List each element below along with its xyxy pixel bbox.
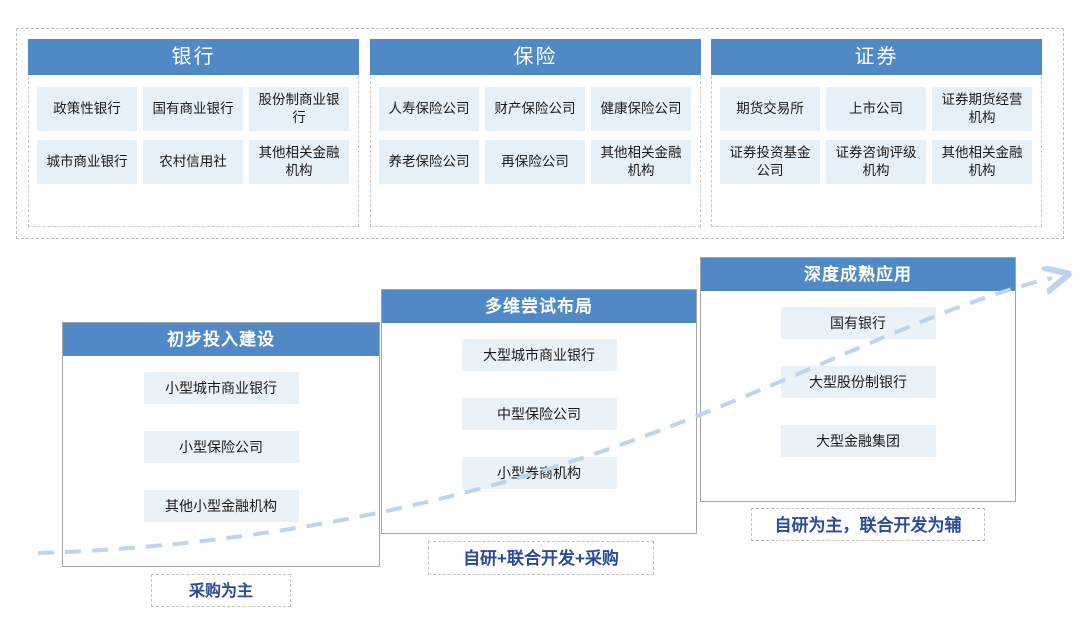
stage-cell: 小型保险公司 xyxy=(143,431,299,463)
maturity-stages-container: 深度成熟应用 国有银行 大型股份制银行 大型金融集团 多维尝试布局 大型城市商业… xyxy=(0,245,1080,638)
sector-cell: 证券咨询评级机构 xyxy=(826,140,926,184)
sector-cell: 国有商业银行 xyxy=(143,87,243,131)
stage-panel-mature: 深度成熟应用 国有银行 大型股份制银行 大型金融集团 xyxy=(700,257,1016,502)
stage-header-mature: 深度成熟应用 xyxy=(701,258,1015,291)
stage-panel-exploring: 多维尝试布局 大型城市商业银行 中型保险公司 小型券商机构 xyxy=(381,289,697,534)
stage-header-exploring: 多维尝试布局 xyxy=(382,290,696,323)
stage-panel-initial: 初步投入建设 小型城市商业银行 小型保险公司 其他小型金融机构 xyxy=(62,322,380,567)
stage-cell: 大型城市商业银行 xyxy=(461,339,617,371)
stage-cell: 大型金融集团 xyxy=(780,425,936,457)
sector-cell: 期货交易所 xyxy=(720,87,820,131)
sector-cell: 其他相关金融机构 xyxy=(591,140,691,184)
stage-cell: 国有银行 xyxy=(780,307,936,339)
sector-cell: 城市商业银行 xyxy=(37,140,137,184)
sector-cell: 证券投资基金公司 xyxy=(720,140,820,184)
stage-caption-exploring: 自研+联合开发+采购 xyxy=(428,541,654,575)
sector-group-insurance: 保险 人寿保险公司 财产保险公司 健康保险公司 养老保险公司 再保险公司 其他相… xyxy=(370,39,701,227)
sector-cell: 农村信用社 xyxy=(143,140,243,184)
stage-cell: 小型券商机构 xyxy=(461,457,617,489)
sector-cell: 股份制商业银行 xyxy=(249,87,349,131)
stage-body-mature: 国有银行 大型股份制银行 大型金融集团 xyxy=(701,291,1015,457)
sector-cell: 其他相关金融机构 xyxy=(932,140,1032,184)
stage-cell: 大型股份制银行 xyxy=(780,366,936,398)
financial-sectors-container: 银行 政策性银行 国有商业银行 股份制商业银行 城市商业银行 农村信用社 其他相… xyxy=(16,28,1064,239)
stage-body-initial: 小型城市商业银行 小型保险公司 其他小型金融机构 xyxy=(63,356,379,522)
sector-cell: 证券期货经营机构 xyxy=(932,87,1032,131)
sector-cell: 人寿保险公司 xyxy=(379,87,479,131)
sector-cell: 再保险公司 xyxy=(485,140,585,184)
stage-cell: 中型保险公司 xyxy=(461,398,617,430)
stage-cell: 小型城市商业银行 xyxy=(143,372,299,404)
stage-caption-initial: 采购为主 xyxy=(151,574,291,607)
sector-body-bank: 政策性银行 国有商业银行 股份制商业银行 城市商业银行 农村信用社 其他相关金融… xyxy=(28,76,359,227)
sector-header-bank: 银行 xyxy=(28,39,359,75)
sector-cell: 健康保险公司 xyxy=(591,87,691,131)
sector-group-securities: 证券 期货交易所 上市公司 证券期货经营机构 证券投资基金公司 证券咨询评级机构… xyxy=(711,39,1042,227)
stage-body-exploring: 大型城市商业银行 中型保险公司 小型券商机构 xyxy=(382,323,696,489)
stage-caption-mature: 自研为主，联合开发为辅 xyxy=(751,508,985,541)
sector-cell: 财产保险公司 xyxy=(485,87,585,131)
sector-body-insurance: 人寿保险公司 财产保险公司 健康保险公司 养老保险公司 再保险公司 其他相关金融… xyxy=(370,76,701,227)
stage-cell: 其他小型金融机构 xyxy=(143,490,299,522)
sector-body-securities: 期货交易所 上市公司 证券期货经营机构 证券投资基金公司 证券咨询评级机构 其他… xyxy=(711,76,1042,227)
stage-header-initial: 初步投入建设 xyxy=(63,323,379,356)
sector-header-insurance: 保险 xyxy=(370,39,701,75)
sector-cell: 上市公司 xyxy=(826,87,926,131)
sector-cell: 其他相关金融机构 xyxy=(249,140,349,184)
sector-cell: 政策性银行 xyxy=(37,87,137,131)
sector-group-bank: 银行 政策性银行 国有商业银行 股份制商业银行 城市商业银行 农村信用社 其他相… xyxy=(28,39,359,227)
sector-cell: 养老保险公司 xyxy=(379,140,479,184)
sector-header-securities: 证券 xyxy=(711,39,1042,75)
